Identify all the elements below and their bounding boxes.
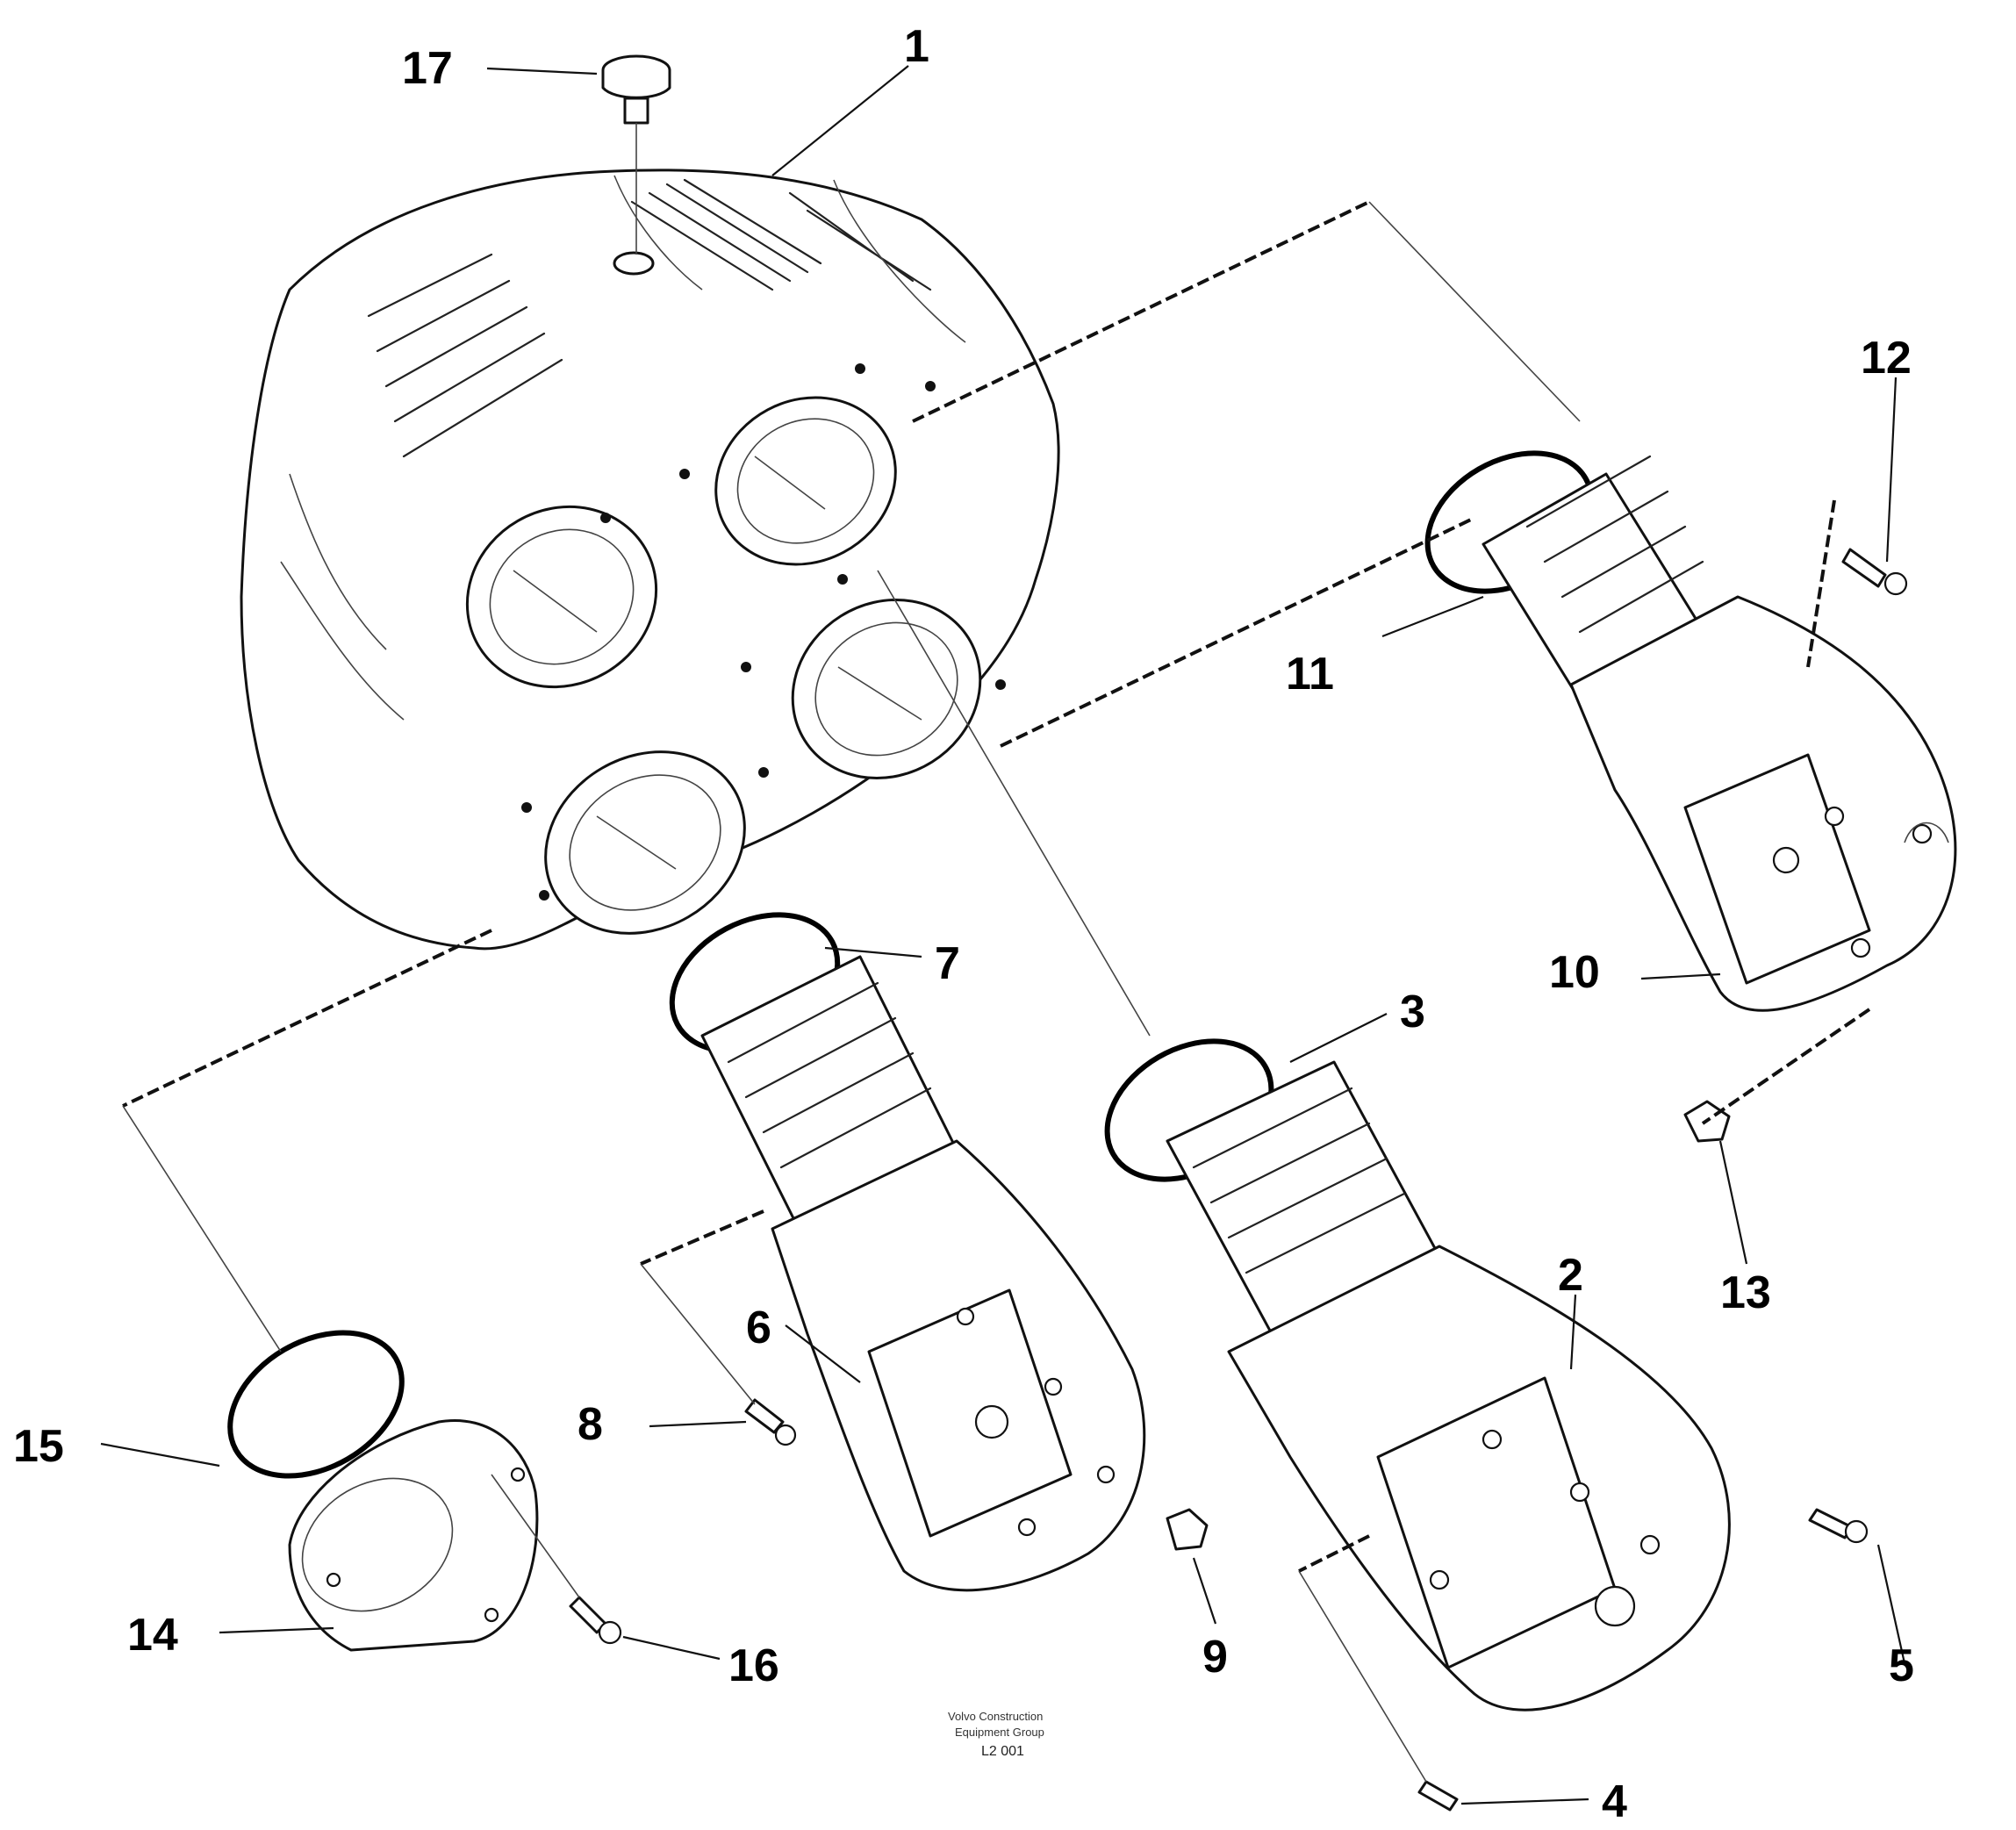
callout-labels: 17 1 12 11 10 7 3 13 2 6 8 15 9 5 14 16 …: [13, 21, 1914, 1827]
caption-line-1: Volvo Construction: [948, 1710, 1043, 1723]
callout-14: 14: [127, 1610, 178, 1661]
caption-line-2: Equipment Group: [955, 1726, 1044, 1739]
leader-lines: [100, 65, 1906, 1805]
callout-17: 17: [402, 43, 453, 94]
assembly-lines: [122, 200, 1871, 1783]
callout-12: 12: [1861, 333, 1912, 384]
callout-11: 11: [1286, 649, 1334, 700]
end-cover-lower-left: [227, 1330, 622, 1652]
hydraulic-motor-upper-right: [1424, 450, 1957, 1143]
filler-plug: [601, 54, 671, 255]
callout-9: 9: [1202, 1632, 1228, 1683]
callout-10: 10: [1549, 947, 1600, 998]
callout-13: 13: [1720, 1267, 1771, 1318]
callout-3: 3: [1400, 987, 1425, 1037]
callout-5: 5: [1889, 1640, 1914, 1691]
callout-2: 2: [1558, 1250, 1583, 1301]
callout-7: 7: [935, 938, 960, 989]
hydraulic-motor-middle: [669, 912, 1209, 1592]
caption-ref: L2 001: [981, 1744, 1024, 1759]
drawing-caption: Volvo Construction Equipment Group L2 00…: [948, 1710, 1044, 1759]
callout-8: 8: [578, 1399, 603, 1450]
gearbox-housing: [240, 169, 1060, 951]
callout-6: 6: [746, 1303, 771, 1353]
callout-16: 16: [728, 1640, 779, 1691]
callout-4: 4: [1602, 1776, 1627, 1827]
callout-1: 1: [904, 21, 929, 72]
hydraulic-motor-lower-right: [1104, 1038, 1869, 1812]
callout-15: 15: [13, 1421, 64, 1472]
